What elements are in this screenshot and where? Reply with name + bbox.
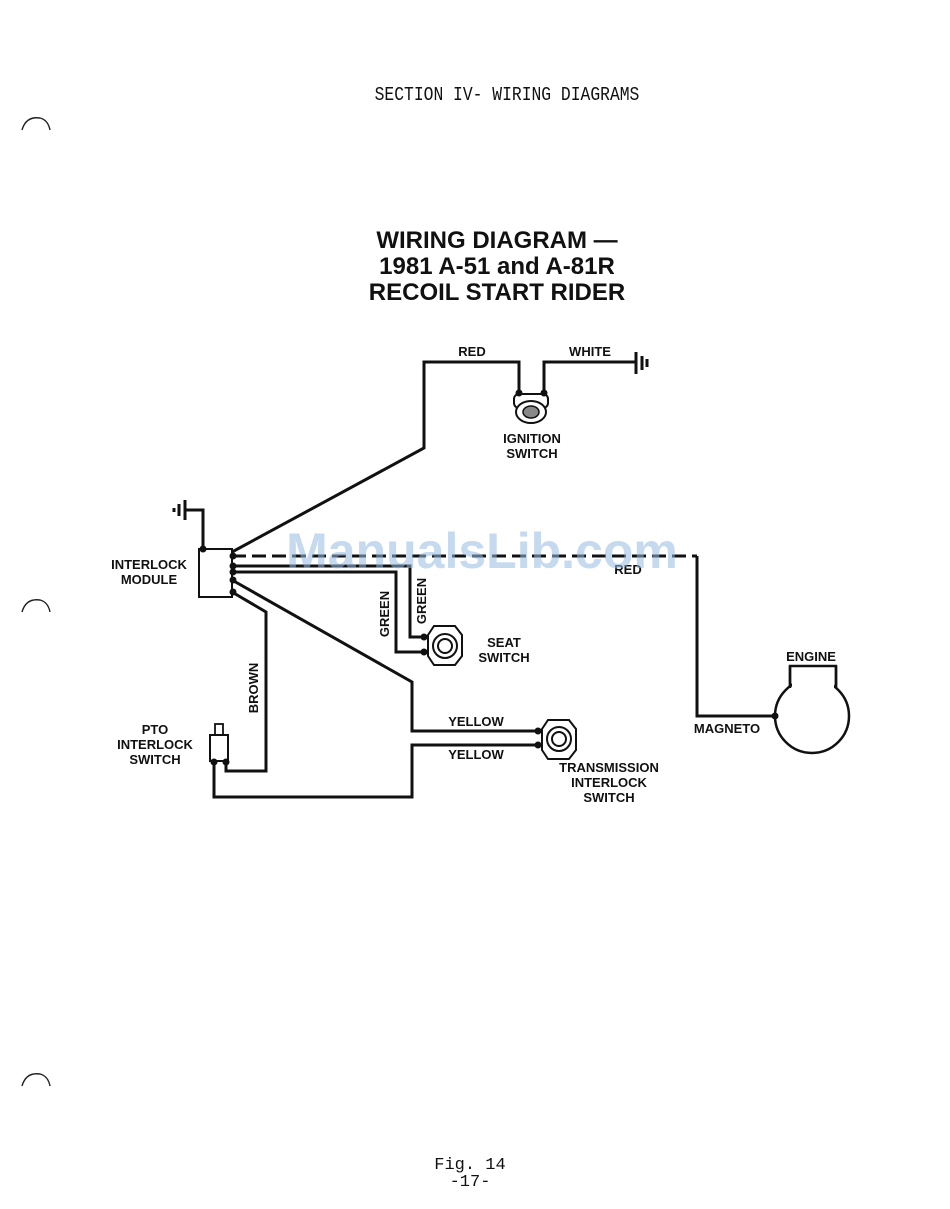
binder-hole-mark [22, 118, 50, 130]
label-engine: ENGINE [786, 649, 836, 664]
figure-number: Fig. 14 [400, 1157, 540, 1174]
label-brown: BROWN [246, 663, 261, 714]
transmission-interlock-switch [535, 720, 577, 759]
label-pto-1: PTO [142, 722, 169, 737]
label-interlock-module-1: INTERLOCK [111, 557, 187, 572]
label-ignition-2: SWITCH [506, 446, 557, 461]
wire-red-magneto [697, 556, 775, 716]
label-magneto: MAGNETO [694, 721, 760, 736]
pto-interlock-switch [210, 724, 230, 766]
label-interlock-module-2: MODULE [121, 572, 178, 587]
label-seat-1: SEAT [487, 635, 521, 650]
footer: Fig. 14 -17- [400, 1157, 540, 1191]
label-seat-2: SWITCH [478, 650, 529, 665]
wire-white-ground [544, 362, 636, 392]
ground-symbol [174, 500, 185, 520]
label-transmission-3: SWITCH [583, 790, 634, 805]
seat-switch [421, 626, 463, 665]
label-transmission-1: TRANSMISSION [559, 760, 659, 775]
binder-hole-mark [22, 1074, 50, 1086]
ground-symbol [636, 352, 647, 374]
label-yellow-2: YELLOW [448, 747, 504, 762]
label-transmission-2: INTERLOCK [571, 775, 647, 790]
engine [772, 666, 850, 753]
label-green-1: GREEN [377, 591, 392, 637]
label-pto-2: INTERLOCK [117, 737, 193, 752]
wire-red-ignition [232, 362, 519, 552]
label-pto-3: SWITCH [129, 752, 180, 767]
label-green-2: GREEN [414, 578, 429, 624]
label-white: WHITE [569, 344, 611, 359]
ignition-switch [514, 390, 548, 424]
label-ignition-1: IGNITION [503, 431, 561, 446]
page-number: -17- [400, 1174, 540, 1191]
wire-green-1 [232, 572, 424, 652]
binder-hole-mark [22, 600, 50, 612]
wire-module-ground [185, 510, 203, 548]
label-yellow-1: YELLOW [448, 714, 504, 729]
interlock-module [199, 546, 237, 598]
label-red-top: RED [458, 344, 485, 359]
label-red-dashed: RED [614, 562, 641, 577]
